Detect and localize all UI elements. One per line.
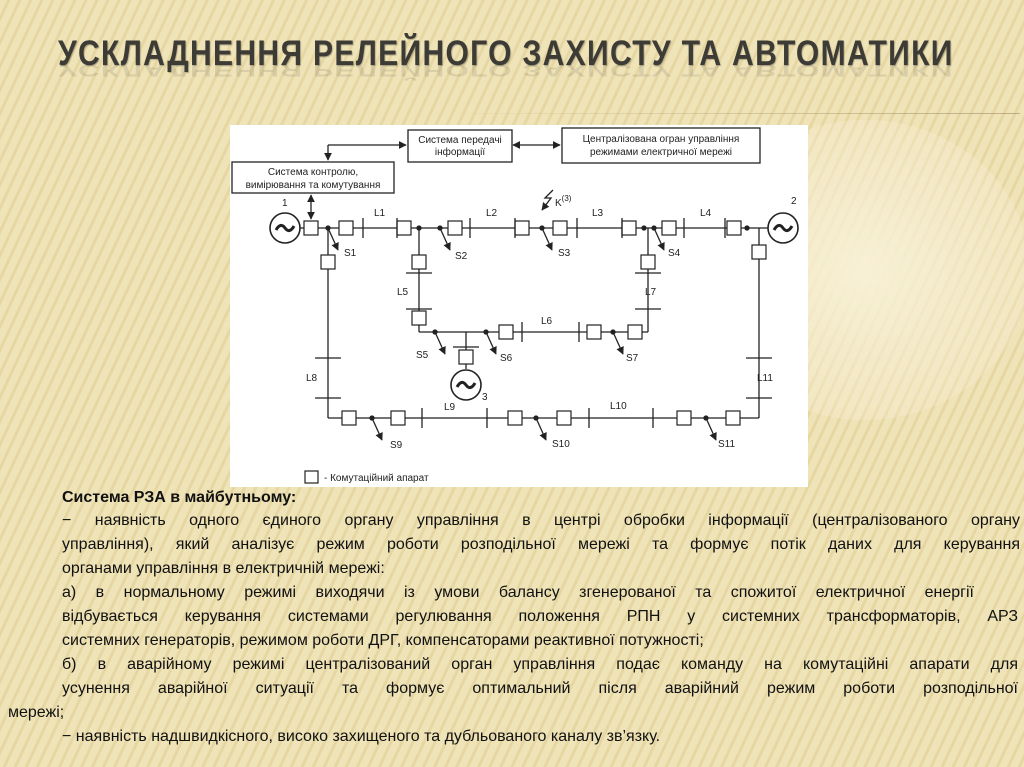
switch-icon: [411, 254, 427, 270]
load-label-S6: S6: [500, 353, 513, 364]
line-label-L8: L8: [306, 373, 318, 384]
transfer-box: [407, 129, 513, 163]
body-line: а) в нормальному режимі виходячи із умов…: [62, 584, 974, 601]
load-arrow: [434, 331, 446, 355]
line-label-L5: L5: [397, 287, 409, 298]
switch-icon: [458, 349, 474, 365]
switch-icon: [514, 220, 530, 236]
body-heading: Система РЗА в майбутньому:: [62, 489, 297, 506]
load-label-S1: S1: [344, 248, 357, 259]
line-label-L10: L10: [610, 401, 627, 412]
node-dot: [416, 225, 422, 231]
switch-icon: [556, 410, 572, 426]
load-arrow: [439, 227, 451, 251]
load-arrow: [327, 227, 339, 251]
switch-icon: [411, 310, 427, 326]
gen-label-2: 2: [791, 196, 797, 207]
switch-icon: [621, 220, 637, 236]
fault-label: K(3): [555, 194, 572, 209]
load-label-S3: S3: [558, 248, 571, 259]
switch-icon: [396, 220, 412, 236]
slide-title-reflection: УСКЛАДНЕННЯ РЕЛЕЙНОГО ЗАХИСТУ ТА АВТОМАТ…: [58, 60, 954, 81]
load-arrow: [485, 331, 497, 355]
line-label-L11: L11: [757, 373, 773, 384]
line-label-L9: L9: [444, 402, 456, 413]
load-arrow: [535, 417, 547, 441]
switch-icon: [320, 254, 336, 270]
line-label-L7: L7: [645, 287, 657, 298]
node-dot: [641, 225, 647, 231]
body-line: − наявність одного єдиного органу управл…: [62, 512, 1020, 529]
switch-icon: [627, 324, 643, 340]
load-label-S2: S2: [455, 251, 468, 262]
switch-icon: [552, 220, 568, 236]
title-divider: [430, 113, 1020, 114]
switch-icon: [751, 244, 767, 260]
sine-icon: [274, 223, 296, 233]
line-label-L2: L2: [486, 208, 498, 219]
body-line: усунення аварійної ситуації та формує оп…: [62, 680, 1018, 697]
line-label-L3: L3: [592, 208, 604, 219]
control-box-line2: вимірювання та комутування: [246, 180, 381, 191]
diagram-labels: 1 2 3 L1 L2 L3 L4 L5 L6 L7 L8 L9 L10 L11…: [282, 194, 797, 484]
load-label-S7: S7: [626, 353, 639, 364]
line-label-L1: L1: [374, 208, 386, 219]
switch-icon: [390, 410, 406, 426]
load-arrow: [653, 227, 665, 251]
switch-icon: [640, 254, 656, 270]
load-label-S11: S11: [718, 439, 735, 450]
central-box: [561, 127, 761, 164]
load-arrow: [371, 417, 383, 441]
body-line: мережі;: [8, 704, 65, 721]
line-label-L4: L4: [700, 208, 712, 219]
switch-icon: [338, 220, 354, 236]
legend-text: - Комутаційний апарат: [324, 473, 429, 484]
switch-icon: [303, 220, 319, 236]
body-line: б) в аварійному режимі централізований о…: [62, 656, 1018, 673]
transfer-box-line2: інформації: [435, 146, 485, 158]
power-network-diagram: Система передачі інформації Централізова…: [230, 125, 808, 487]
body-line: органами управління в електричній мережі…: [62, 560, 385, 577]
fault-icon: [541, 189, 554, 211]
load-label-S5: S5: [416, 350, 429, 361]
load-arrow: [541, 227, 553, 251]
central-box-line2: режимами електричної мережі: [590, 147, 732, 158]
wires: [269, 141, 799, 441]
switch-icon: [498, 324, 514, 340]
body-line: системних генераторів, режимом роботи ДР…: [62, 632, 704, 649]
load-arrow: [705, 417, 717, 441]
switch-icon: [726, 220, 742, 236]
switch-icon: [676, 410, 692, 426]
switch-icon: [341, 410, 357, 426]
gen-label-3: 3: [482, 392, 488, 403]
gen-label-1: 1: [282, 198, 288, 209]
body-line: − наявність надшвидкісного, високо захищ…: [62, 728, 661, 745]
sine-icon: [772, 223, 794, 233]
slide-title: УСКЛАДНЕННЯ РЕЛЕЙНОГО ЗАХИСТУ ТА АВТОМАТ…: [58, 34, 954, 73]
switch-icon: [507, 410, 523, 426]
body-line: управління), який аналізує режим роботи …: [62, 536, 1020, 553]
sine-icon: [455, 380, 477, 390]
transfer-box-line1: Система передачі: [418, 135, 502, 146]
switch-icon: [725, 410, 741, 426]
load-label-S9: S9: [390, 440, 403, 451]
control-box-line1: Система контролю,: [268, 167, 358, 178]
load-label-S4: S4: [668, 248, 681, 259]
node-dot: [744, 225, 750, 231]
line-label-L6: L6: [541, 316, 553, 327]
legend-switch-icon: [304, 470, 319, 484]
central-box-line1: Централізована огран управління: [583, 134, 740, 145]
load-label-S10: S10: [552, 439, 570, 450]
control-box: [231, 161, 395, 194]
switch-icon: [586, 324, 602, 340]
info-boxes: Система передачі інформації Централізова…: [231, 127, 761, 194]
switch-icon: [661, 220, 677, 236]
body-line: відбувається керування системами регулюв…: [62, 608, 1018, 625]
load-arrow: [612, 331, 624, 355]
switch-icon: [447, 220, 463, 236]
